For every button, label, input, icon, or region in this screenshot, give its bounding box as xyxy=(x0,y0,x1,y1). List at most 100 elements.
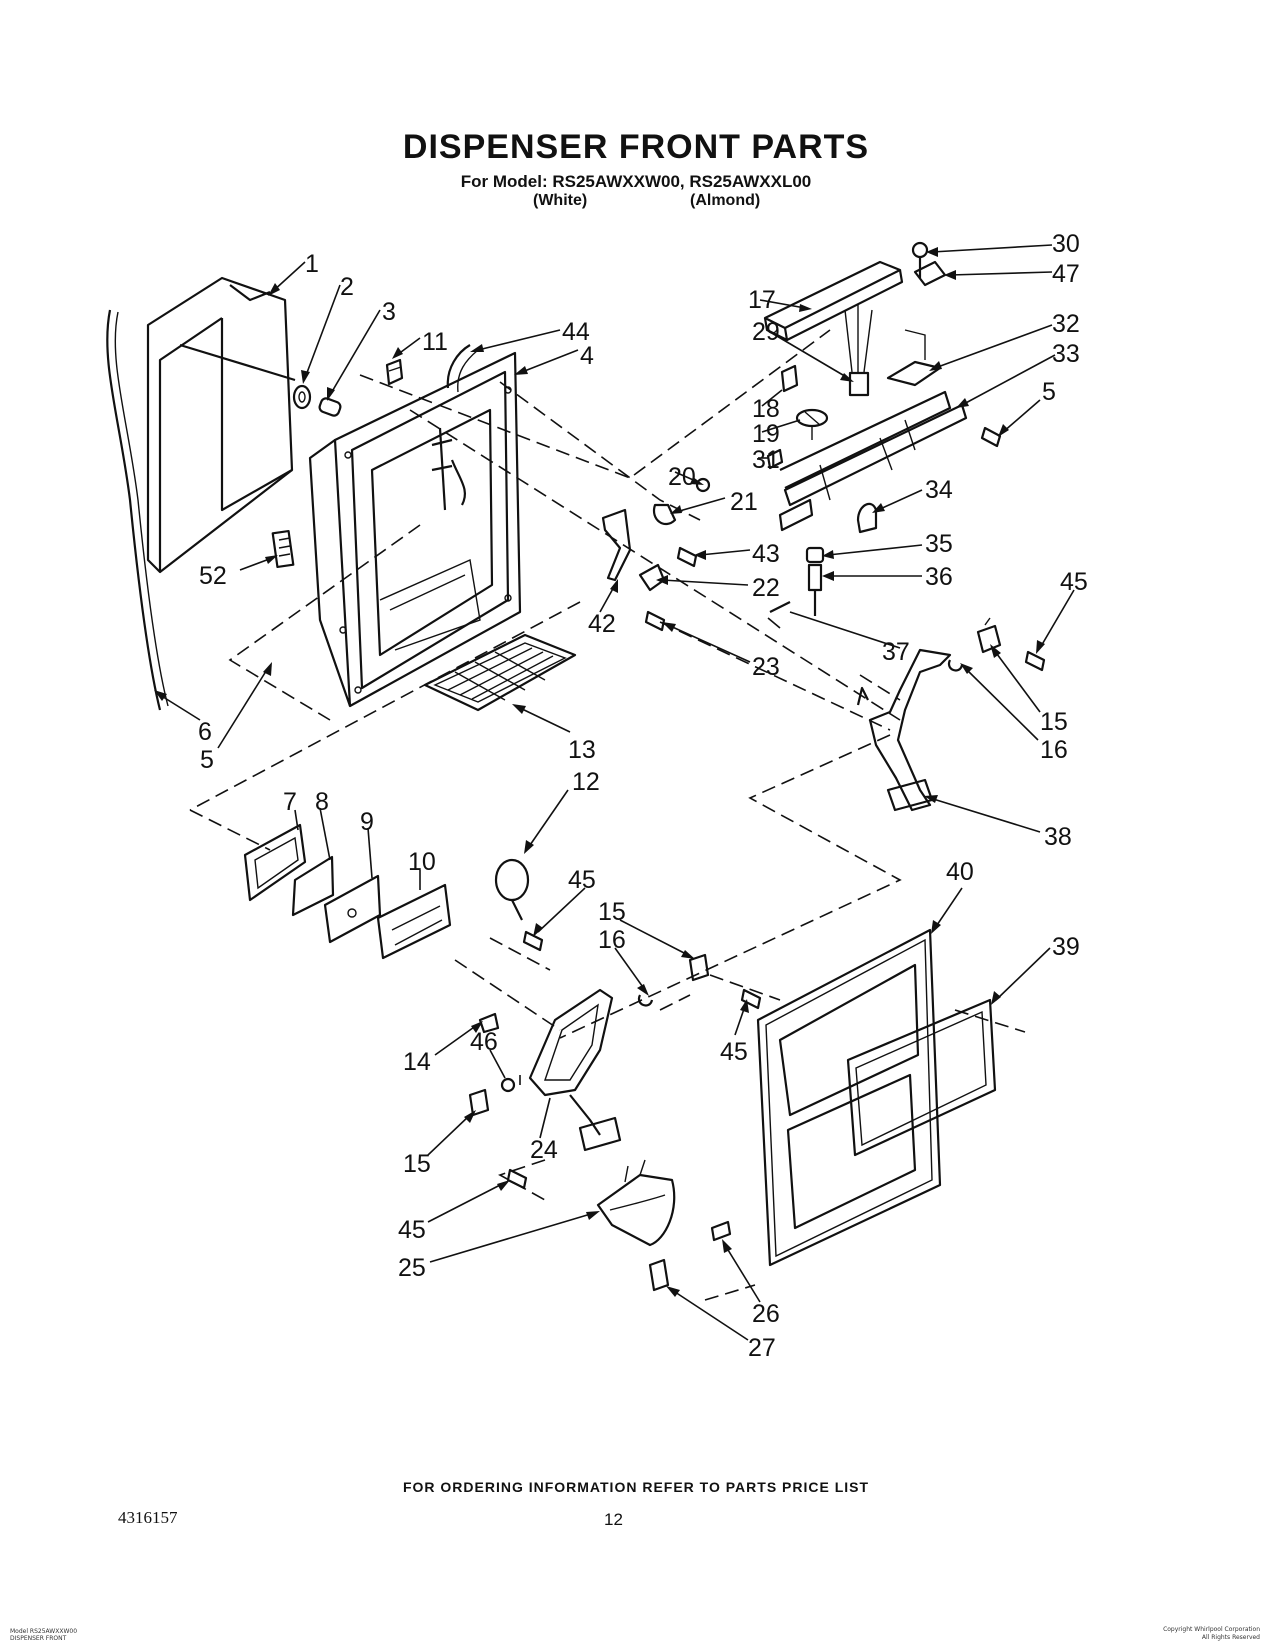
fine-print-right-line-1: Copyright Whirlpool Corporation xyxy=(1163,1626,1260,1633)
callout-21: 21 xyxy=(730,488,758,516)
model-line: For Model: RS25AWXXW00, RS25AWXXL00 xyxy=(460,172,812,191)
part-37-pin xyxy=(769,601,791,613)
part-43-screw xyxy=(676,546,698,568)
part-25-drip-tray xyxy=(596,1159,676,1247)
part-40-front-panel xyxy=(756,928,942,1267)
part-16-spring-center xyxy=(637,994,654,1007)
callout-20: 20 xyxy=(668,463,696,491)
callout-24: 24 xyxy=(530,1136,558,1164)
part-15-pivot-right xyxy=(976,617,1002,654)
callout-4: 4 xyxy=(580,342,594,370)
callout-47: 47 xyxy=(1052,260,1080,288)
part-42-bracket xyxy=(601,508,632,582)
part-22-lever xyxy=(638,563,666,592)
part-45-screw-lower xyxy=(506,1168,528,1190)
part-3-bushing xyxy=(318,397,342,417)
callout-38: 38 xyxy=(1044,823,1072,851)
part-7-chute-door-frame xyxy=(243,823,307,902)
document-number: 4316157 xyxy=(118,1508,178,1527)
part-9-door xyxy=(323,874,382,944)
callout-40: 40 xyxy=(946,858,974,886)
part-45-screw-mid xyxy=(522,930,544,952)
callout-42: 42 xyxy=(588,610,616,638)
callout-2: 2 xyxy=(340,273,354,301)
part-14-clip xyxy=(478,1012,500,1034)
callout-8: 8 xyxy=(315,788,329,816)
callout-13: 13 xyxy=(568,736,596,764)
variant-white: (White) xyxy=(533,192,588,209)
callout-7: 7 xyxy=(283,788,297,816)
part-45-screw-center xyxy=(740,988,762,1010)
callout-9: 9 xyxy=(360,808,374,836)
callout-39: 39 xyxy=(1052,933,1080,961)
callout-23: 23 xyxy=(752,653,780,681)
callout-17: 17 xyxy=(748,286,776,314)
part-39-cover xyxy=(846,998,997,1157)
part-26-screw xyxy=(710,1220,732,1242)
callout-33: 33 xyxy=(1052,340,1080,368)
part-15-pivot-center xyxy=(688,953,710,982)
part-8-seal xyxy=(291,855,335,917)
part-36-shaft xyxy=(807,563,823,616)
callout-45-mid: 45 xyxy=(568,866,596,894)
callout-52: 52 xyxy=(199,562,227,590)
part-23-screw xyxy=(644,610,666,632)
fine-print-right: Copyright Whirlpool Corporation All Righ… xyxy=(990,1626,1260,1642)
fine-print-left-line-2: DISPENSER FRONT xyxy=(10,1635,67,1642)
page-title: DISPENSER FRONT PARTS xyxy=(402,128,870,166)
part-19-spring xyxy=(795,408,829,440)
callout-30: 30 xyxy=(1052,230,1080,258)
part-16-spring-right xyxy=(947,659,964,672)
part-5-screw-right xyxy=(980,426,1002,448)
part-31-pad xyxy=(766,448,784,470)
part-29-switch xyxy=(844,305,873,397)
part-1-chute-housing xyxy=(106,276,296,711)
part-10-hinge-bracket xyxy=(376,883,452,960)
callout-26: 26 xyxy=(752,1300,780,1328)
part-27-clip xyxy=(648,1258,670,1292)
callout-14: 14 xyxy=(403,1048,431,1076)
part-38-water-actuator xyxy=(856,648,952,812)
callout-11: 11 xyxy=(422,328,448,356)
callout-45-lower: 45 xyxy=(398,1216,426,1244)
part-18-screw xyxy=(780,364,799,393)
variant-almond: (Almond) xyxy=(690,192,761,209)
callout-19: 19 xyxy=(752,420,780,448)
callout-5-right: 5 xyxy=(1042,378,1056,406)
part-13-drip-grille xyxy=(423,633,577,712)
callout-10: 10 xyxy=(408,848,436,876)
callout-22: 22 xyxy=(752,574,780,602)
part-17-top-rail xyxy=(763,260,904,342)
part-34-cap xyxy=(856,502,878,534)
part-33-actuator-bar xyxy=(778,390,968,532)
part-12-solenoid xyxy=(494,858,530,921)
callout-35: 35 xyxy=(925,530,953,558)
callout-36: 36 xyxy=(925,563,953,591)
callout-44: 44 xyxy=(562,318,590,346)
part-32-plate xyxy=(886,329,942,387)
part-2-grommet xyxy=(292,384,312,410)
callout-15-right: 15 xyxy=(1040,708,1068,736)
part-11-nut xyxy=(385,358,404,386)
part-44-wire-harness xyxy=(446,344,479,393)
callout-45-right: 45 xyxy=(1060,568,1088,596)
callout-29: 29 xyxy=(752,318,780,346)
callout-15-left: 15 xyxy=(403,1150,431,1178)
part-35-nut xyxy=(805,546,825,564)
callout-25: 25 xyxy=(398,1254,426,1282)
callout-6: 6 xyxy=(198,718,212,746)
callout-45-center: 45 xyxy=(720,1038,748,1066)
callout-18: 18 xyxy=(752,395,780,423)
part-21-clip xyxy=(652,503,677,526)
part-20-screw xyxy=(695,477,711,493)
callout-3: 3 xyxy=(382,298,396,326)
page-number: 12 xyxy=(604,1510,623,1529)
part-45-screw-right xyxy=(1024,650,1046,672)
part-46-washer xyxy=(500,1077,516,1093)
callout-31: 31 xyxy=(752,446,780,474)
callout-16-center: 16 xyxy=(598,926,626,954)
part-15-pivot-left xyxy=(468,1088,490,1117)
callout-1: 1 xyxy=(305,250,319,278)
